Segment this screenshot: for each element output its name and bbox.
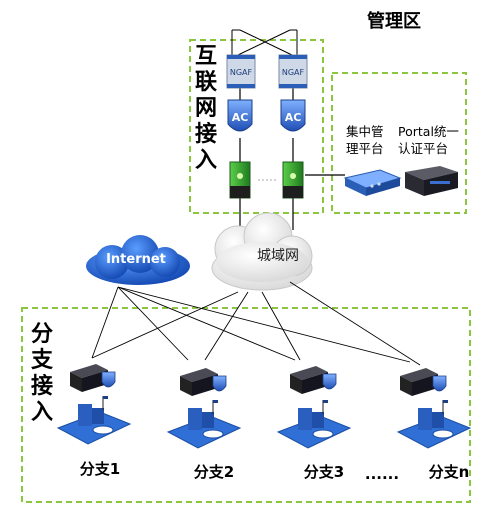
portal-platform-line-1: Portal统一 xyxy=(398,124,459,139)
branch-campus-3 xyxy=(276,400,352,449)
ac-label: AC xyxy=(232,111,249,124)
branch-campus-n xyxy=(396,400,472,449)
internet-cloud-label: Internet xyxy=(106,252,166,267)
branch-campus-1 xyxy=(56,396,132,445)
central-platform-line-2: 理平台 xyxy=(346,141,384,156)
ac-controller-2: AC xyxy=(280,99,306,132)
access-column-links xyxy=(239,88,345,230)
uplink-lines xyxy=(231,29,298,56)
branch-2-label: 分支2 xyxy=(194,463,234,481)
core-switch-1 xyxy=(229,161,251,199)
management-zone xyxy=(331,72,467,214)
central-platform-line-1: 集中管 xyxy=(346,124,384,139)
metro-network-cloud: 城域网 xyxy=(211,212,313,291)
portal-platform-label: Portal统一 认证平台 xyxy=(398,123,459,157)
branch-device-n xyxy=(400,368,447,396)
branch-1-label: 分支1 xyxy=(80,460,120,478)
ac-label: AC xyxy=(285,111,302,124)
branch-device-1 xyxy=(70,364,116,392)
branch-n-label: 分支n xyxy=(429,463,470,481)
core-switch-2 xyxy=(282,161,304,199)
branch-links xyxy=(91,281,421,366)
portal-platform-line-2: 认证平台 xyxy=(398,141,449,156)
branch-campus-2 xyxy=(166,400,242,449)
branch-device-3 xyxy=(290,366,337,394)
management-zone-title: 管理区 xyxy=(367,11,421,32)
metro-network-label: 城域网 xyxy=(257,248,299,264)
branch-access-zone-title: 分支接入 xyxy=(30,322,53,425)
branch-device-2 xyxy=(180,368,227,396)
internet-access-zone xyxy=(189,39,324,214)
central-management-server xyxy=(343,169,402,196)
portal-auth-server xyxy=(405,166,458,196)
internet-access-zone-title: 互联网接入 xyxy=(194,44,217,173)
branch-access-zone xyxy=(21,307,471,503)
ngaf-firewall-2: NGAF xyxy=(278,54,308,89)
branch-ellipsis: ...... xyxy=(365,465,399,483)
ngaf-label: NGAF xyxy=(282,68,305,77)
ac-controller-1: AC xyxy=(227,99,253,132)
ngaf-label: NGAF xyxy=(230,68,253,77)
central-platform-label: 集中管 理平台 xyxy=(346,123,384,157)
ngaf-firewall-1: NGAF xyxy=(226,54,256,89)
internet-cloud: Internet xyxy=(86,235,190,285)
branch-3-label: 分支3 xyxy=(304,463,344,481)
